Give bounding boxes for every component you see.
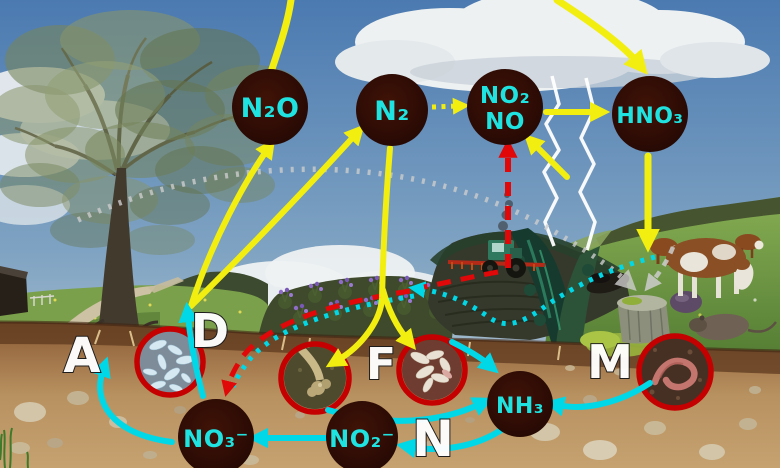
node-no2: NO₂⁻ xyxy=(326,401,398,468)
letter-a: A xyxy=(63,328,100,384)
node-n2o-label: N₂O xyxy=(241,93,300,124)
arrow-nh3-to-no2-nitrification xyxy=(395,425,507,459)
inset-earthworm xyxy=(636,333,714,411)
ditch xyxy=(510,228,600,345)
letter-m: M xyxy=(587,335,633,389)
arrow-n2-to-no2no-dotted xyxy=(431,97,470,115)
arrow-n2-to-soil-organisms xyxy=(380,287,417,351)
node-n2: N₂ xyxy=(356,74,428,146)
tree-trunk xyxy=(98,168,140,332)
arrow-earthworms-to-nh3 xyxy=(544,380,653,417)
arrow-field-leach-cyan xyxy=(230,293,415,388)
arrow-atmosphere-to-hno3 xyxy=(553,0,648,75)
dead-rat xyxy=(689,313,777,341)
arrow-cow-to-dead-matter xyxy=(644,246,676,292)
letter-n: N xyxy=(412,410,454,468)
node-n2o: N₂O xyxy=(232,69,308,145)
arrow-lightning-to-no2no xyxy=(523,133,570,180)
process-letters: A D F M N xyxy=(62,303,633,468)
cow xyxy=(650,234,764,298)
arrow-n2o-to-atmosphere xyxy=(268,0,295,73)
barn xyxy=(0,268,28,316)
arrow-tree-litter-to-dead-matter xyxy=(76,166,637,292)
node-hno3-label: HNO₃ xyxy=(616,104,683,129)
node-no3: NO₃⁻ xyxy=(178,399,254,468)
letter-d: D xyxy=(191,304,229,358)
dead-matter xyxy=(580,272,777,357)
arrow-runoff-to-field xyxy=(408,254,656,327)
node-hno3: HNO₃ xyxy=(612,76,688,152)
tree-stump xyxy=(618,302,670,344)
arrow-denitrification-to-n2 xyxy=(188,124,365,309)
arrow-organisms-to-nh3 xyxy=(449,339,499,374)
node-no2-no: NO₂ NO xyxy=(467,69,543,145)
arrow-no3-to-denitrifying-bacteria xyxy=(178,301,206,399)
node-nh3-label: NH₃ xyxy=(496,394,544,419)
grass-tuft xyxy=(0,427,29,468)
purple-stone xyxy=(670,291,702,313)
letter-f: F xyxy=(366,339,396,390)
arrow-no3-to-plants-assimilation xyxy=(91,356,175,445)
node-no2-no-label-line2: NO xyxy=(485,109,525,135)
node-nh3: NH₃ xyxy=(487,371,553,437)
nodes: N₂O N₂ NO₂ NO HNO₃ NO₃⁻ NO₂⁻ NH₃ xyxy=(178,69,688,468)
node-no2-no-label-line1: NO₂ xyxy=(480,83,530,109)
fence xyxy=(29,294,55,306)
node-no2-label: NO₂⁻ xyxy=(329,425,395,453)
node-n2-label: N₂ xyxy=(374,96,409,127)
arrow-denitrification-to-n2o xyxy=(188,138,276,309)
inset-root-nodules xyxy=(278,341,352,415)
arrow-field-leach-to-no3 xyxy=(221,288,411,397)
node-no3-label: NO₃⁻ xyxy=(183,425,249,453)
arrow-fertilizer-to-field xyxy=(423,269,499,290)
